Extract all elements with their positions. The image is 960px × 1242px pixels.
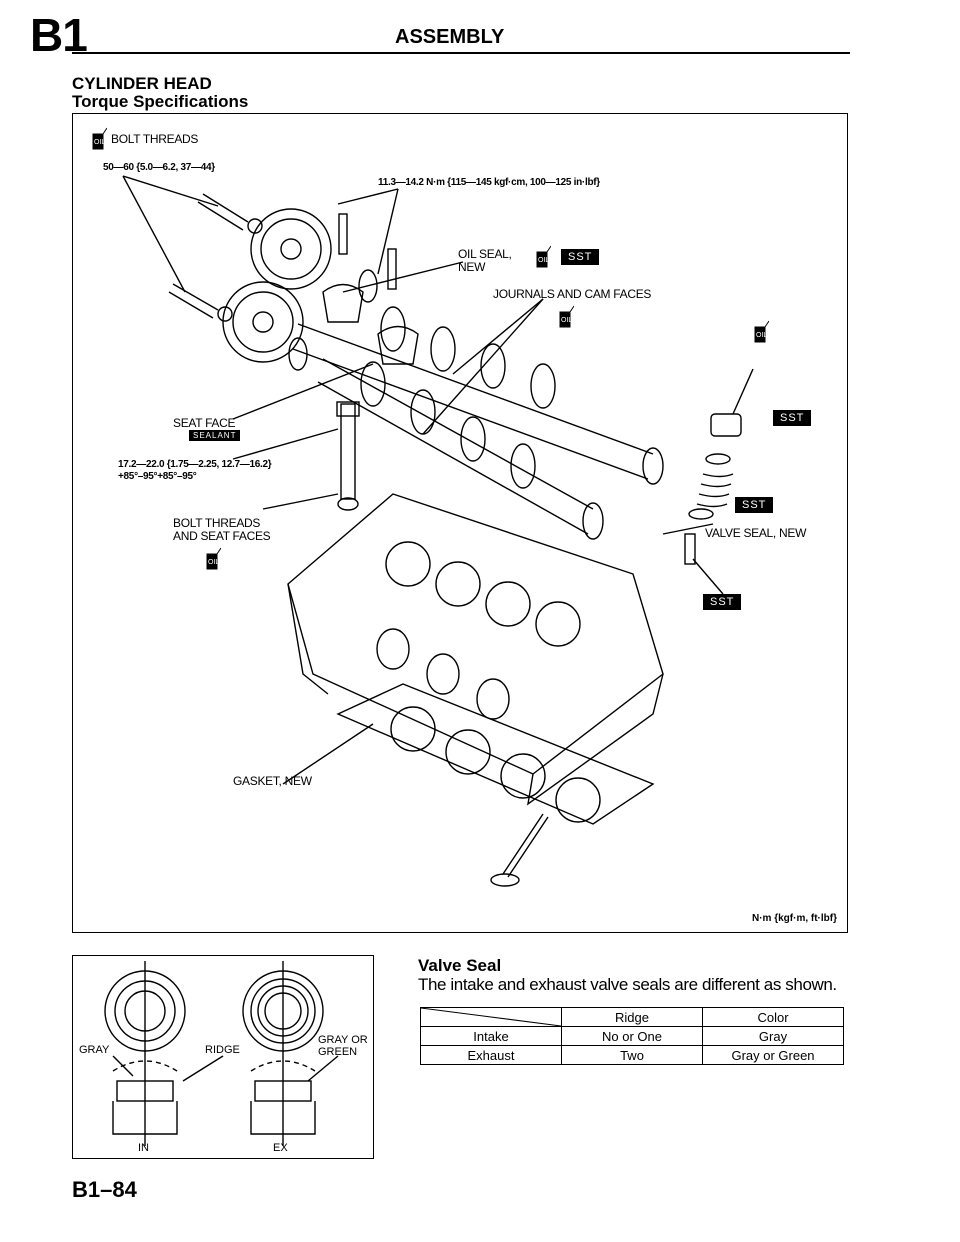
label-seat-faces: AND SEAT FACES	[173, 529, 271, 543]
label-gray: GRAY	[79, 1044, 110, 1056]
table-header-ridge: Ridge	[561, 1007, 703, 1027]
label-green: GREEN	[318, 1046, 358, 1058]
oil-can-icon: OIL	[536, 245, 551, 268]
sealant-badge: SEALANT	[189, 430, 241, 441]
table-cell: No or One	[561, 1026, 703, 1046]
svg-text:OIL: OIL	[756, 332, 767, 339]
label-oil-seal-new: NEW	[458, 260, 486, 274]
label-in: IN	[138, 1142, 149, 1154]
table-row: Exhaust Two Gray or Green	[420, 1045, 844, 1065]
table-header-row: Ridge Color	[420, 1007, 844, 1027]
table-cell: Two	[561, 1045, 703, 1065]
valve-seal-description: The intake and exhaust valve seals are d…	[418, 975, 837, 994]
label-journals-cam-faces: JOURNALS AND CAM FACES	[493, 287, 652, 301]
svg-text:OIL: OIL	[94, 139, 105, 146]
cylinder-head-illustration	[122, 175, 754, 887]
units-note: N·m {kgf·m, ft·lbf}	[752, 913, 837, 924]
table-cell: Gray or Green	[702, 1045, 844, 1065]
assembly-diagram: OIL BOLT THREADS 50—60 {5.0—6.2, 37—44} …	[72, 113, 848, 933]
torque-head-bolt-angle: +85°–95°+85°–95°	[118, 471, 197, 482]
table-cell: Gray	[702, 1026, 844, 1046]
table-corner-cell	[420, 1007, 562, 1027]
label-oil-seal: OIL SEAL,	[458, 247, 512, 261]
valve-seal-inset: GRAY RIDGE GRAY OR GREEN IN EX	[72, 955, 374, 1159]
diagonal-divider	[421, 1008, 561, 1026]
valve-seal-illustration	[104, 961, 339, 1146]
label-bolt-threads-top: BOLT THREADS	[111, 132, 199, 146]
label-ex: EX	[273, 1142, 288, 1154]
sst-badge: SST	[703, 594, 742, 610]
table-cell: Intake	[420, 1026, 562, 1046]
header-divider	[72, 52, 850, 54]
page-number: B1–84	[72, 1177, 137, 1202]
svg-text:OIL: OIL	[538, 257, 549, 264]
label-valve-seal: VALVE SEAL, NEW	[705, 526, 807, 540]
oil-can-icon: OIL	[754, 320, 769, 343]
table-cell: Exhaust	[420, 1045, 562, 1065]
valve-seal-table: Ridge Color Intake No or One Gray Exhaus…	[420, 1007, 844, 1065]
label-bolt-threads-mid: BOLT THREADS	[173, 516, 261, 530]
torque-head-bolt: 17.2—22.0 {1.75—2.25, 12.7—16.2}	[118, 459, 272, 470]
torque-sprocket-bolt: 50—60 {5.0—6.2, 37—44}	[103, 162, 215, 173]
label-ridge: RIDGE	[205, 1044, 240, 1056]
table-header-color: Color	[702, 1007, 844, 1027]
label-seat-face: SEAT FACE	[173, 416, 236, 430]
label-gasket: GASKET, NEW	[233, 774, 312, 788]
svg-text:OIL: OIL	[208, 559, 219, 566]
table-row: Intake No or One Gray	[420, 1026, 844, 1046]
sst-badge: SST	[773, 410, 812, 426]
section-subtitle: Torque Specifications	[72, 92, 249, 111]
sst-badge: SST	[561, 249, 600, 265]
sst-badge: SST	[735, 497, 774, 513]
oil-can-icon: OIL	[92, 127, 107, 150]
page-title: ASSEMBLY	[395, 26, 505, 48]
torque-cap-bolt: 11.3—14.2 N·m {115—145 kgf·cm, 100—125 i…	[378, 177, 600, 188]
svg-text:OIL: OIL	[561, 317, 572, 324]
valve-seal-title: Valve Seal	[418, 956, 502, 975]
section-title: CYLINDER HEAD	[72, 74, 212, 93]
oil-can-icon: OIL	[206, 547, 221, 570]
label-gray-or: GRAY OR	[318, 1034, 368, 1046]
oil-can-icon: OIL	[559, 305, 574, 328]
